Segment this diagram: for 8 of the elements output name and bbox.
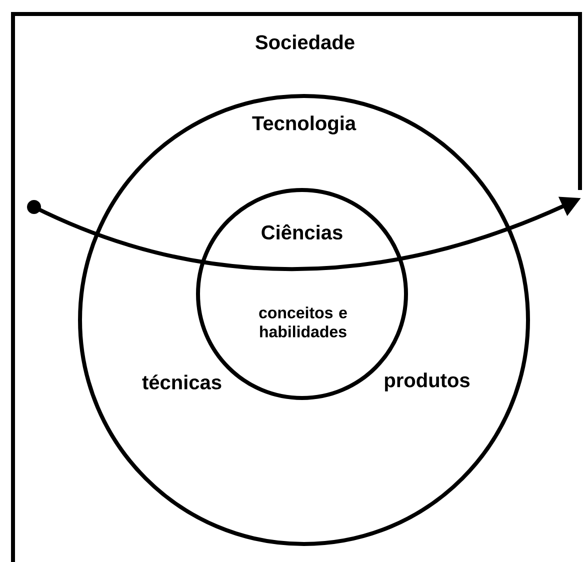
- circle-label: produtos: [385, 372, 470, 392]
- frame: [11, 12, 582, 562]
- circle-label: Tecnologia: [252, 116, 356, 134]
- circle-label: Ciências: [262, 224, 342, 240]
- circle-label: conceitos e habilidades: [259, 306, 347, 338]
- circle: [78, 94, 530, 546]
- circle-label: técnicas: [142, 374, 222, 390]
- region-title: Sociedade: [256, 34, 354, 50]
